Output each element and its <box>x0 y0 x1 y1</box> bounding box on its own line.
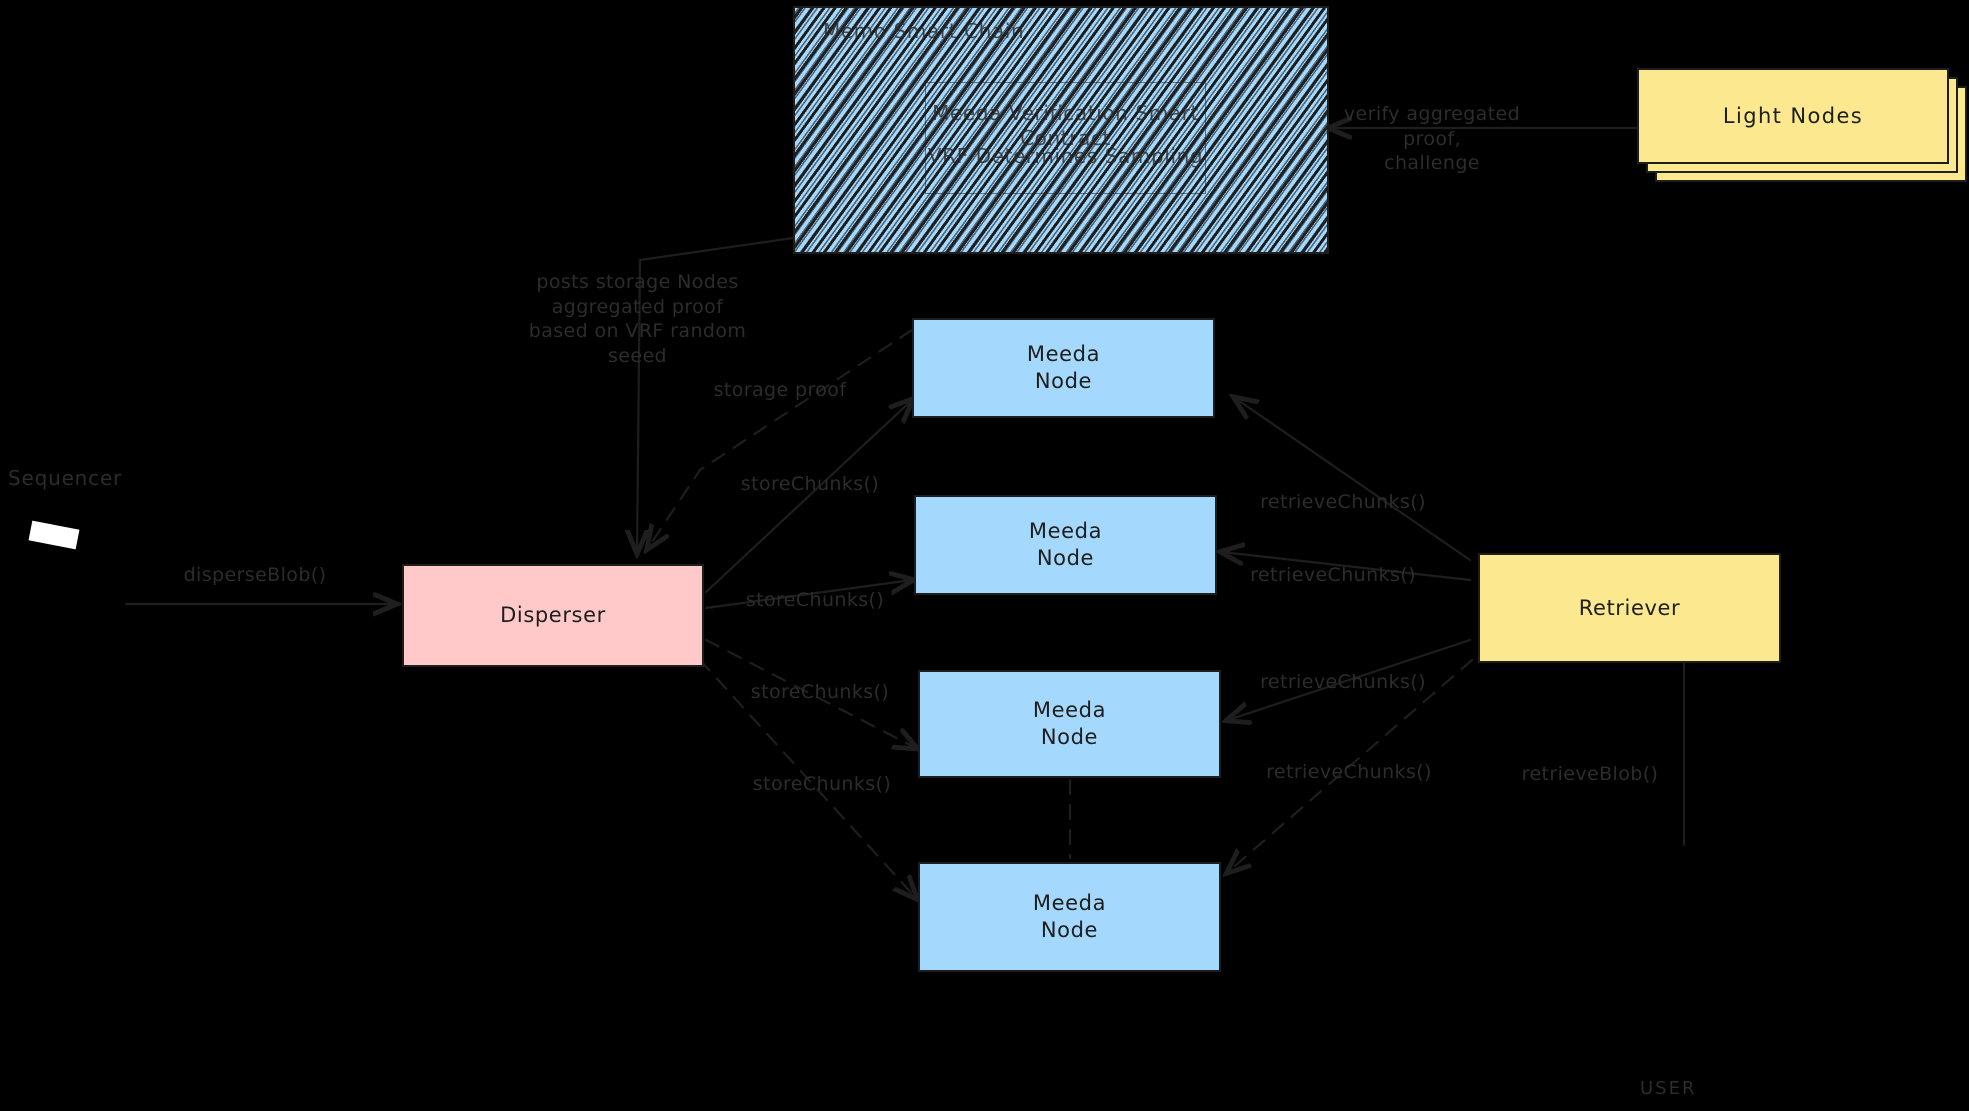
edge-label-store-chunks-3: storeChunks() <box>750 681 890 703</box>
meeda-node-3[interactable]: Meeda Node <box>918 670 1221 778</box>
edge-label-retrieve-blob: retrieveBlob() <box>1521 763 1659 785</box>
memo-smart-chain-box[interactable] <box>793 6 1329 254</box>
edge-label-retrieve-chunks-4: retrieveChunks() <box>1266 761 1432 783</box>
user-label: USER <box>1640 1078 1697 1099</box>
meeda-node-2[interactable]: Meeda Node <box>914 495 1217 595</box>
edge-label-posts-proof: posts storage Nodes aggregated proof bas… <box>528 271 747 368</box>
meeda-verification-contract-line1: Meeda Verification Smart <box>932 101 1199 125</box>
wire-retriever-node1 <box>1235 398 1472 562</box>
edge-label-storage-proof: storage proof <box>713 379 847 401</box>
meeda-verification-contract-box[interactable] <box>925 82 1206 194</box>
edge-label-retrieve-chunks-1: retrieveChunks() <box>1260 491 1426 513</box>
edge-label-verify-challenge: verify aggregated proof, challenge <box>1343 103 1521 175</box>
sequencer-marker <box>28 520 80 550</box>
meeda-node-4[interactable]: Meeda Node <box>918 862 1221 972</box>
edge-label-retrieve-chunks-2: retrieveChunks() <box>1250 564 1416 586</box>
edge-label-store-chunks-4: storeChunks() <box>752 773 892 795</box>
edge-label-retrieve-chunks-3: retrieveChunks() <box>1260 671 1426 693</box>
edge-label-store-chunks-2: storeChunks() <box>745 589 885 611</box>
light-nodes-stack[interactable]: Light Nodes <box>1637 68 1969 188</box>
edge-label-disperse-blob: disperseBlob() <box>183 564 327 586</box>
meeda-verification-contract-line3: VRF Determines Sampling <box>927 144 1204 168</box>
light-nodes-card-front[interactable]: Light Nodes <box>1637 68 1949 164</box>
edge-label-store-chunks-1: storeChunks() <box>740 473 880 495</box>
memo-smart-chain-title: Memo Smart Chain <box>823 19 1025 43</box>
disperser-node[interactable]: Disperser <box>402 564 704 667</box>
meeda-verification-contract-line2: Contract <box>1020 126 1111 150</box>
sequencer-label: Sequencer <box>8 466 123 490</box>
retriever-node[interactable]: Retriever <box>1478 553 1781 663</box>
meeda-node-1[interactable]: Meeda Node <box>912 318 1215 418</box>
